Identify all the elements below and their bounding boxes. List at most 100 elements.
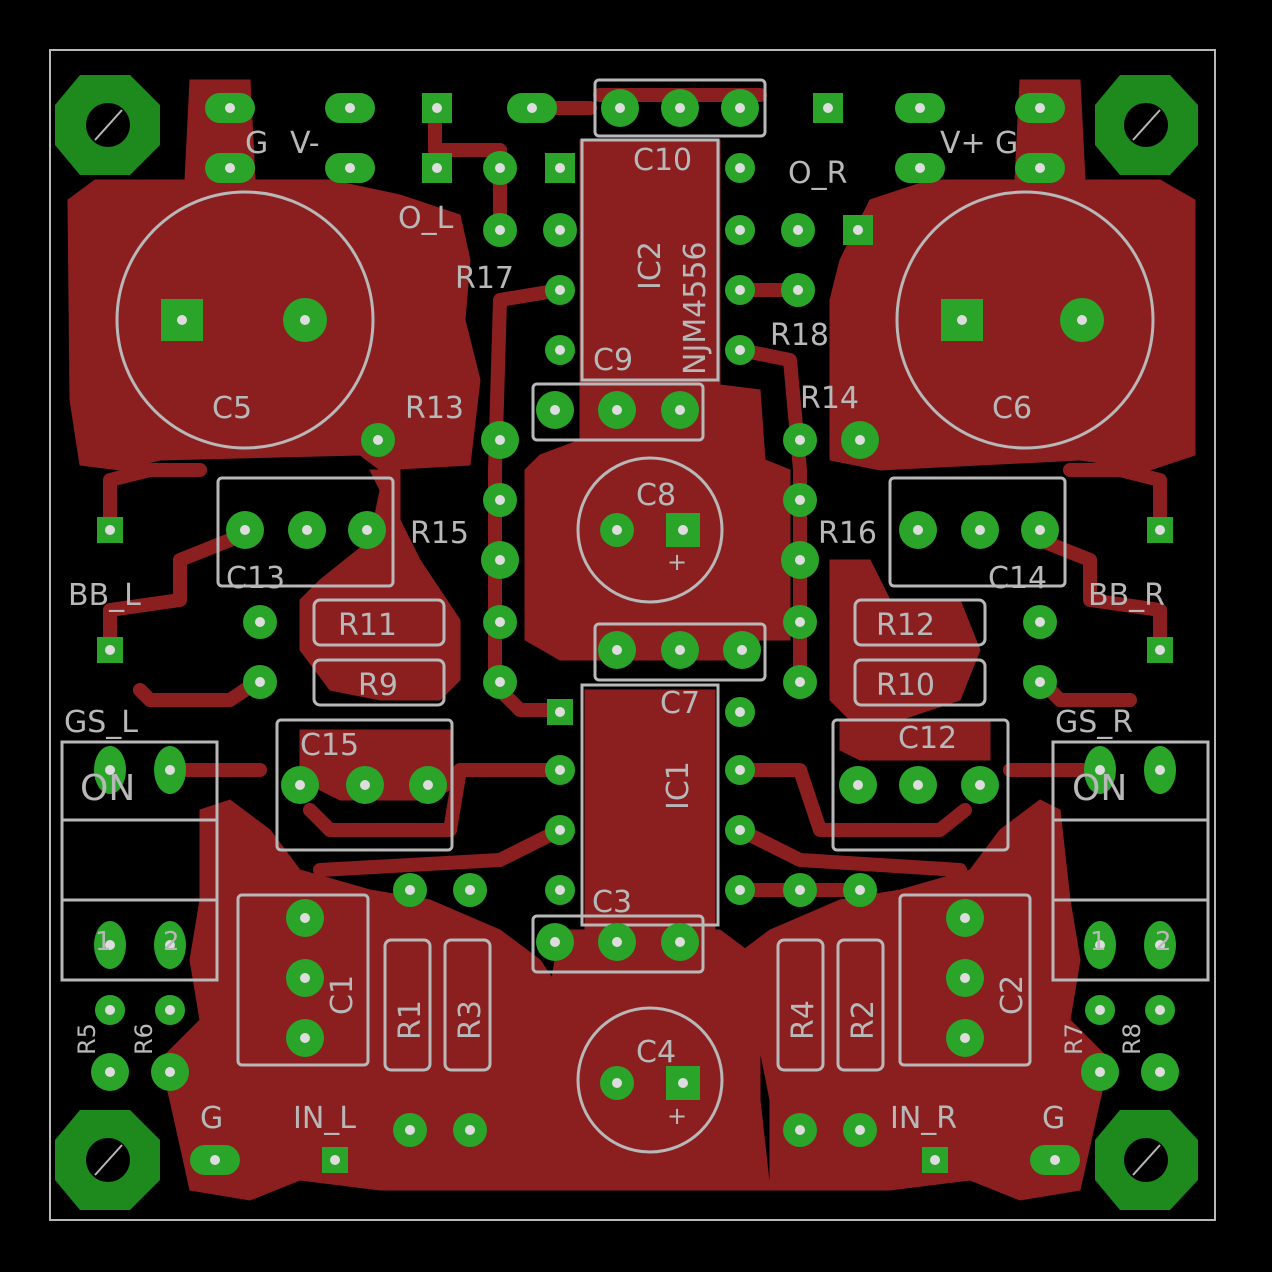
label-g-top-right: G bbox=[995, 126, 1018, 161]
label-c6: C6 bbox=[992, 391, 1032, 426]
pad-round bbox=[483, 605, 517, 639]
label-r18: R18 bbox=[770, 318, 829, 353]
pad-round bbox=[721, 89, 759, 127]
pad-round bbox=[536, 923, 574, 961]
pad-round bbox=[783, 873, 817, 907]
pad-round bbox=[725, 815, 755, 845]
pad-round bbox=[1081, 1053, 1119, 1091]
pad-round bbox=[545, 275, 575, 305]
pad-square bbox=[666, 513, 700, 547]
pad-round bbox=[783, 1113, 817, 1147]
copper-pour-bottom-center bbox=[499, 929, 771, 1191]
pad-round bbox=[600, 513, 634, 547]
pad-round bbox=[483, 213, 517, 247]
pad-oval bbox=[94, 921, 126, 969]
pad-round bbox=[1023, 665, 1057, 699]
label-r5: R5 bbox=[73, 1023, 101, 1055]
label-g-bottom-left: G bbox=[200, 1101, 223, 1136]
label-r3: R3 bbox=[453, 1000, 488, 1040]
label-v-minus: V- bbox=[290, 126, 320, 161]
pad-oval bbox=[325, 153, 375, 183]
switch-right-outline bbox=[1051, 740, 1210, 982]
pad-round bbox=[899, 766, 937, 804]
label-on-l: ON bbox=[80, 768, 135, 809]
pad-round bbox=[483, 483, 517, 517]
pad-round bbox=[481, 541, 519, 579]
ic1-outline bbox=[580, 683, 720, 927]
label-r13: R13 bbox=[405, 391, 464, 426]
pad-round bbox=[483, 151, 517, 185]
switch-left-outline bbox=[60, 740, 219, 982]
pad-oval bbox=[154, 746, 186, 794]
label-ic1: IC1 bbox=[661, 761, 696, 810]
pad-round bbox=[243, 605, 277, 639]
pad-round bbox=[598, 923, 636, 961]
label-r6: R6 bbox=[130, 1023, 158, 1055]
label-g-top-left: G bbox=[245, 126, 268, 161]
pad-round bbox=[346, 766, 384, 804]
pad-oval bbox=[190, 1145, 240, 1175]
pad-square bbox=[941, 299, 983, 341]
pad-round bbox=[393, 873, 427, 907]
label-plus-c4: + bbox=[667, 1102, 687, 1130]
pad-oval bbox=[895, 153, 945, 183]
pad-round bbox=[481, 421, 519, 459]
pad-square bbox=[161, 299, 203, 341]
label-c9: C9 bbox=[593, 343, 633, 378]
pad-round bbox=[783, 605, 817, 639]
pad-round bbox=[286, 1019, 324, 1057]
pad-square bbox=[1147, 637, 1173, 663]
label-r2: R2 bbox=[846, 1000, 881, 1040]
pad-oval bbox=[1015, 93, 1065, 123]
label-c3: C3 bbox=[592, 885, 632, 920]
c8-outline bbox=[576, 456, 724, 604]
label-r7: R7 bbox=[1060, 1023, 1088, 1055]
c5-outline bbox=[115, 190, 375, 450]
pad-round bbox=[783, 483, 817, 517]
label-c12: C12 bbox=[898, 721, 957, 756]
label-r8: R8 bbox=[1118, 1023, 1146, 1055]
pad-round bbox=[661, 631, 699, 669]
pad-round bbox=[725, 697, 755, 727]
silkscreen-layer bbox=[60, 78, 1210, 1154]
pad-round bbox=[725, 875, 755, 905]
pads bbox=[91, 89, 1179, 1175]
pad-round bbox=[1023, 605, 1057, 639]
pad-round bbox=[841, 421, 879, 459]
pad-round bbox=[409, 766, 447, 804]
pad-round bbox=[453, 1113, 487, 1147]
pad-round bbox=[1021, 511, 1059, 549]
c6-outline bbox=[895, 190, 1155, 450]
board-outline bbox=[49, 49, 1216, 1221]
pad-round bbox=[361, 423, 395, 457]
label-sw-r-1: 1 bbox=[1090, 927, 1107, 957]
mounting-hole-top-left bbox=[55, 75, 160, 175]
pad-square bbox=[1147, 517, 1173, 543]
label-o-l: O_L bbox=[398, 201, 454, 236]
label-r14: R14 bbox=[800, 381, 859, 416]
pad-round bbox=[545, 875, 575, 905]
pad-round bbox=[453, 873, 487, 907]
pad-round bbox=[725, 275, 755, 305]
mounting-hole-top-right bbox=[1095, 75, 1198, 175]
label-sw-r-2: 2 bbox=[1155, 927, 1172, 957]
label-c5: C5 bbox=[212, 391, 252, 426]
label-r10: R10 bbox=[876, 668, 935, 703]
copper-pour-ic1 bbox=[584, 689, 716, 931]
pad-round bbox=[1060, 298, 1104, 342]
pad-oval bbox=[94, 746, 126, 794]
pad-round bbox=[843, 873, 877, 907]
label-c1: C1 bbox=[325, 975, 360, 1015]
label-bb-r: BB_R bbox=[1088, 578, 1165, 613]
pad-round bbox=[839, 766, 877, 804]
pad-round bbox=[725, 755, 755, 785]
label-r17: R17 bbox=[455, 261, 514, 296]
pad-round bbox=[843, 1113, 877, 1147]
pad-round bbox=[961, 511, 999, 549]
pad-oval bbox=[507, 93, 557, 123]
pad-square bbox=[813, 93, 843, 123]
label-on-r: ON bbox=[1072, 768, 1127, 809]
label-gs-r: GS_R bbox=[1055, 705, 1133, 740]
label-c4: C4 bbox=[636, 1035, 676, 1070]
